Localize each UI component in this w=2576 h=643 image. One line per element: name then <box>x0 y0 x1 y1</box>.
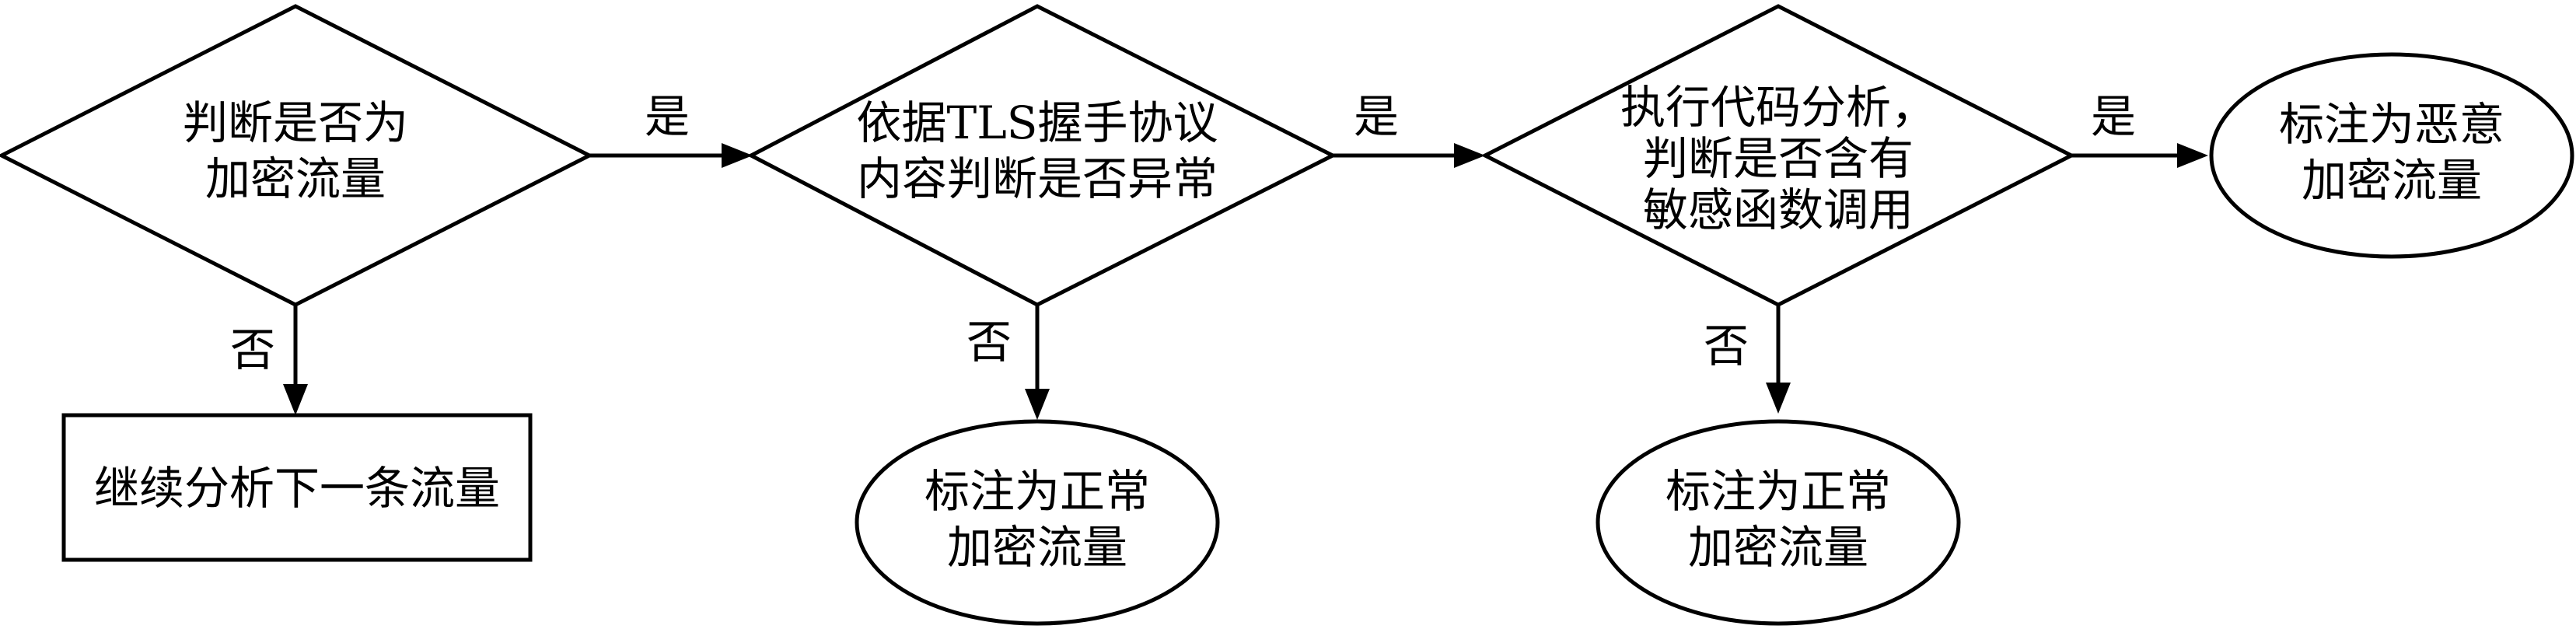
node-label: 敏感函数调用 <box>1643 183 1914 236</box>
node-label: 标注为恶意 <box>2279 98 2504 151</box>
node-label: 内容判断是否异常 <box>857 152 1218 205</box>
arrowhead <box>283 384 308 415</box>
node-label: 加密流量 <box>2302 154 2482 207</box>
node-label: 标注为正常 <box>924 465 1150 518</box>
decision-tls-handshake-anomaly: 依据TLS握手协议 内容判断是否异常 <box>746 4 1337 307</box>
edge-d3-to-malicious: 是 <box>2071 90 2208 168</box>
node-label: 加密流量 <box>205 152 386 205</box>
edge-d2-to-normal-1: 否 <box>966 305 1050 420</box>
edge-label-no: 否 <box>230 323 275 376</box>
edge-label-no: 否 <box>1704 320 1749 372</box>
node-label: 判断是否含有 <box>1643 132 1914 185</box>
terminal-malicious-traffic: 标注为恶意 加密流量 <box>2209 52 2574 259</box>
node-label: 执行代码分析， <box>1620 81 1936 134</box>
node-label: 加密流量 <box>1688 521 1868 574</box>
terminal-normal-traffic-2: 标注为正常 加密流量 <box>1596 419 1961 626</box>
edge-label-no: 否 <box>966 316 1012 369</box>
node-label: 继续分析下一条流量 <box>94 462 500 515</box>
node-label: 依据TLS握手协议 <box>857 96 1218 149</box>
edge-d1-to-continue: 否 <box>230 305 308 415</box>
edge-d3-to-normal-2: 否 <box>1704 305 1791 414</box>
edge-label-yes: 是 <box>2091 90 2136 143</box>
arrowhead <box>1025 389 1050 420</box>
edge-label-yes: 是 <box>645 90 690 143</box>
process-continue-next: 继续分析下一条流量 <box>61 413 533 562</box>
node-label: 判断是否为 <box>183 96 408 149</box>
decision-is-encrypted: 判断是否为 加密流量 <box>0 4 594 307</box>
node-label: 加密流量 <box>947 521 1127 574</box>
arrowhead <box>1454 143 1485 168</box>
terminal-normal-traffic-1: 标注为正常 加密流量 <box>855 419 1220 626</box>
edge-label-yes: 是 <box>1354 90 1399 143</box>
edge-d2-to-d3: 是 <box>1333 90 1485 168</box>
arrowhead <box>722 143 753 168</box>
decision-sensitive-function-call: 执行代码分析， 判断是否含有 敏感函数调用 <box>1480 4 2076 307</box>
node-label: 标注为正常 <box>1665 465 1891 518</box>
arrowhead <box>2177 143 2208 168</box>
edge-d1-to-d2: 是 <box>589 90 753 168</box>
arrowhead <box>1766 383 1791 414</box>
